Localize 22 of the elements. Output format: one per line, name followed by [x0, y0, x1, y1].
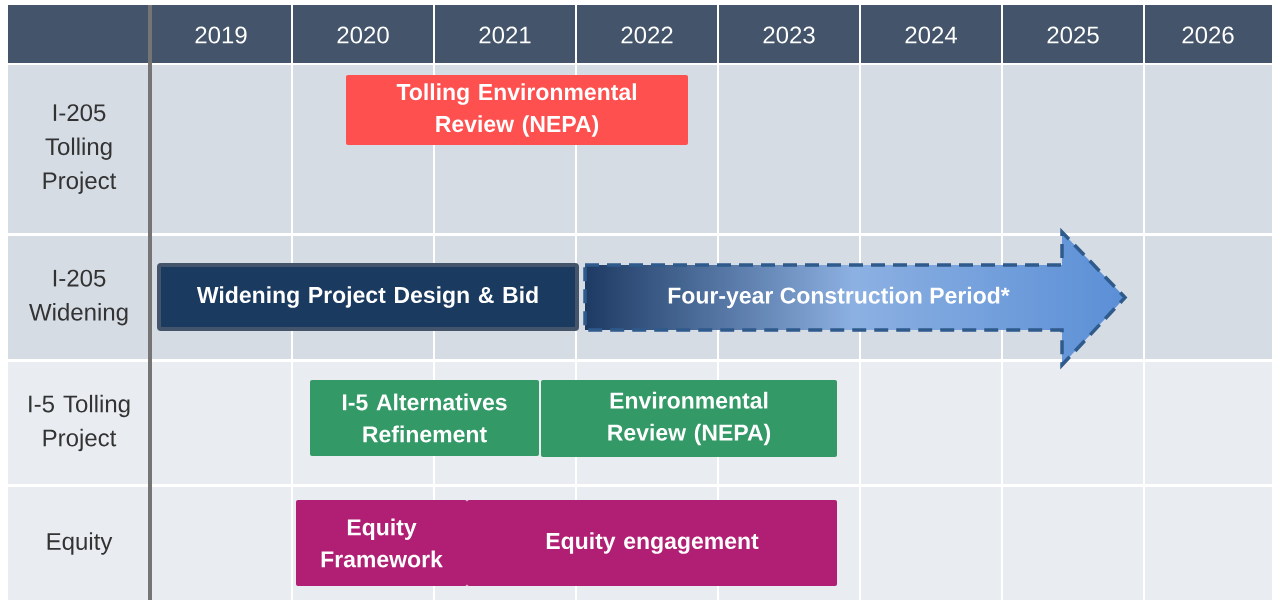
row-label: Equity — [47, 532, 113, 555]
task-bar: Equity engagement — [467, 500, 837, 586]
year-label: 2024 — [905, 26, 957, 44]
row-label: I-205 Widening — [29, 269, 128, 326]
year-label: 2021 — [479, 26, 531, 44]
node-label: Equity Framework — [321, 518, 443, 568]
task-bar: I-5 Alternatives Refinement — [310, 380, 539, 456]
year-label: 2026 — [1182, 26, 1234, 44]
node-label: Equity engagement — [546, 532, 759, 554]
node-label: Environmental Review (NEPA) — [608, 391, 771, 446]
year-label: 2025 — [1047, 26, 1099, 44]
row-label: I-205 Tolling Project — [43, 104, 117, 194]
task-bar: Environmental Review (NEPA) — [541, 380, 837, 457]
year-label: 2022 — [621, 26, 673, 44]
task-bar: Widening Project Design & Bid — [157, 263, 579, 331]
year-label: 2023 — [763, 26, 815, 44]
node-label: I-5 Alternatives Refinement — [342, 393, 507, 443]
year-label: 2020 — [337, 26, 389, 44]
task-bar: Tolling Environmental Review (NEPA) — [346, 75, 688, 145]
year-label: 2019 — [195, 26, 247, 44]
row-label: I-5 Tolling Project — [29, 394, 130, 452]
task-bar: Equity Framework — [296, 500, 467, 586]
